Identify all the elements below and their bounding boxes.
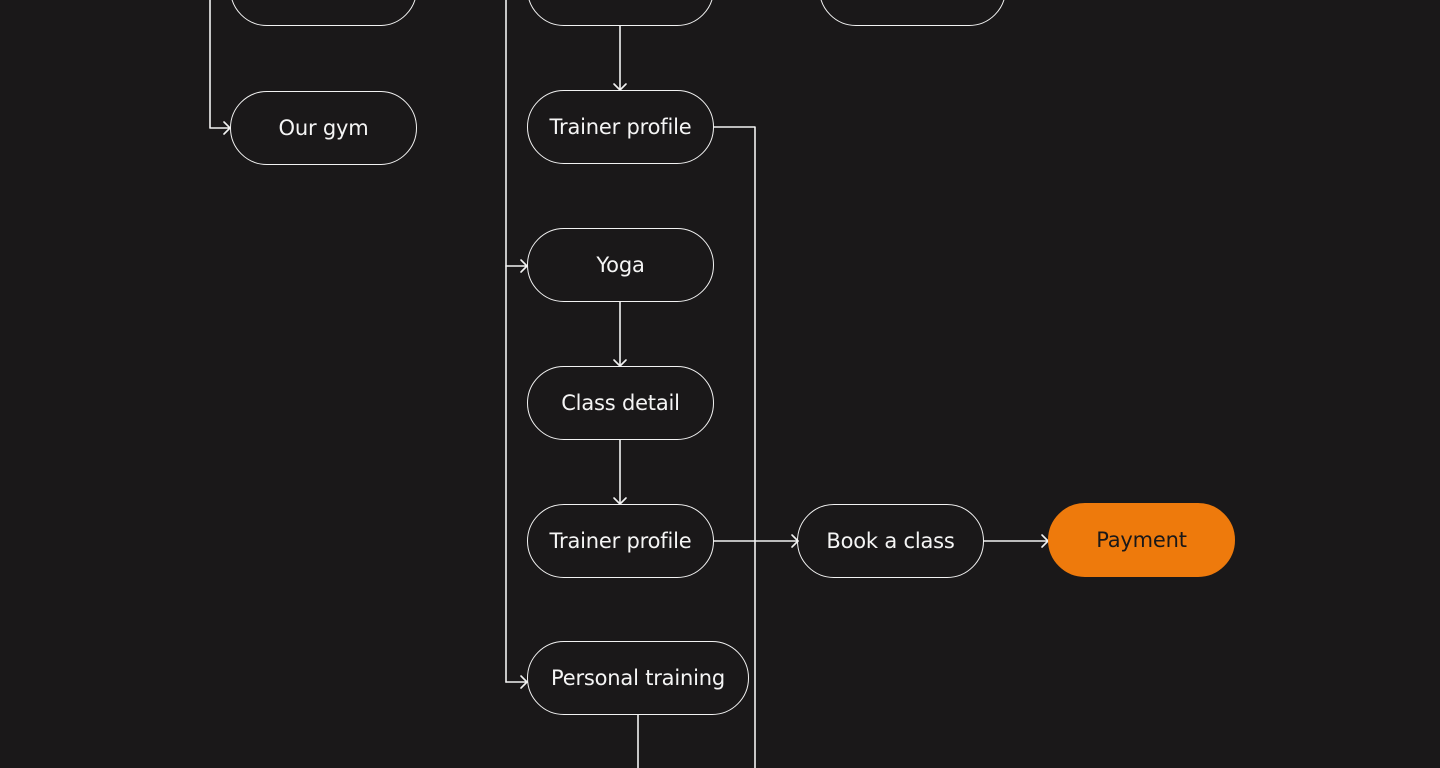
node-label: Payment (1096, 528, 1187, 552)
node-book-a-class[interactable]: Book a class (797, 504, 984, 578)
node-personal-training[interactable]: Personal training (527, 641, 749, 715)
connector-trainer-profile-top-down (713, 126, 756, 768)
node-class-detail[interactable]: Class detail (527, 366, 714, 440)
node-yoga[interactable]: Yoga (527, 228, 714, 302)
connector-to-our-gym (209, 0, 231, 129)
node-payment[interactable]: Payment (1048, 503, 1235, 577)
node-top-right-cut[interactable] (819, 0, 1006, 26)
node-top-left-cut[interactable] (230, 0, 417, 26)
node-trainer-profile-bottom[interactable]: Trainer profile (527, 504, 714, 578)
node-label: Trainer profile (549, 529, 692, 553)
node-label: Our gym (278, 116, 369, 140)
node-label: Trainer profile (549, 115, 692, 139)
node-label: Yoga (596, 253, 645, 277)
node-trainer-profile-top[interactable]: Trainer profile (527, 90, 714, 164)
node-label: Book a class (826, 529, 955, 553)
node-top-middle-cut[interactable] (527, 0, 714, 26)
node-label: Class detail (561, 391, 680, 415)
node-our-gym[interactable]: Our gym (230, 91, 417, 165)
node-label: Personal training (551, 666, 725, 690)
